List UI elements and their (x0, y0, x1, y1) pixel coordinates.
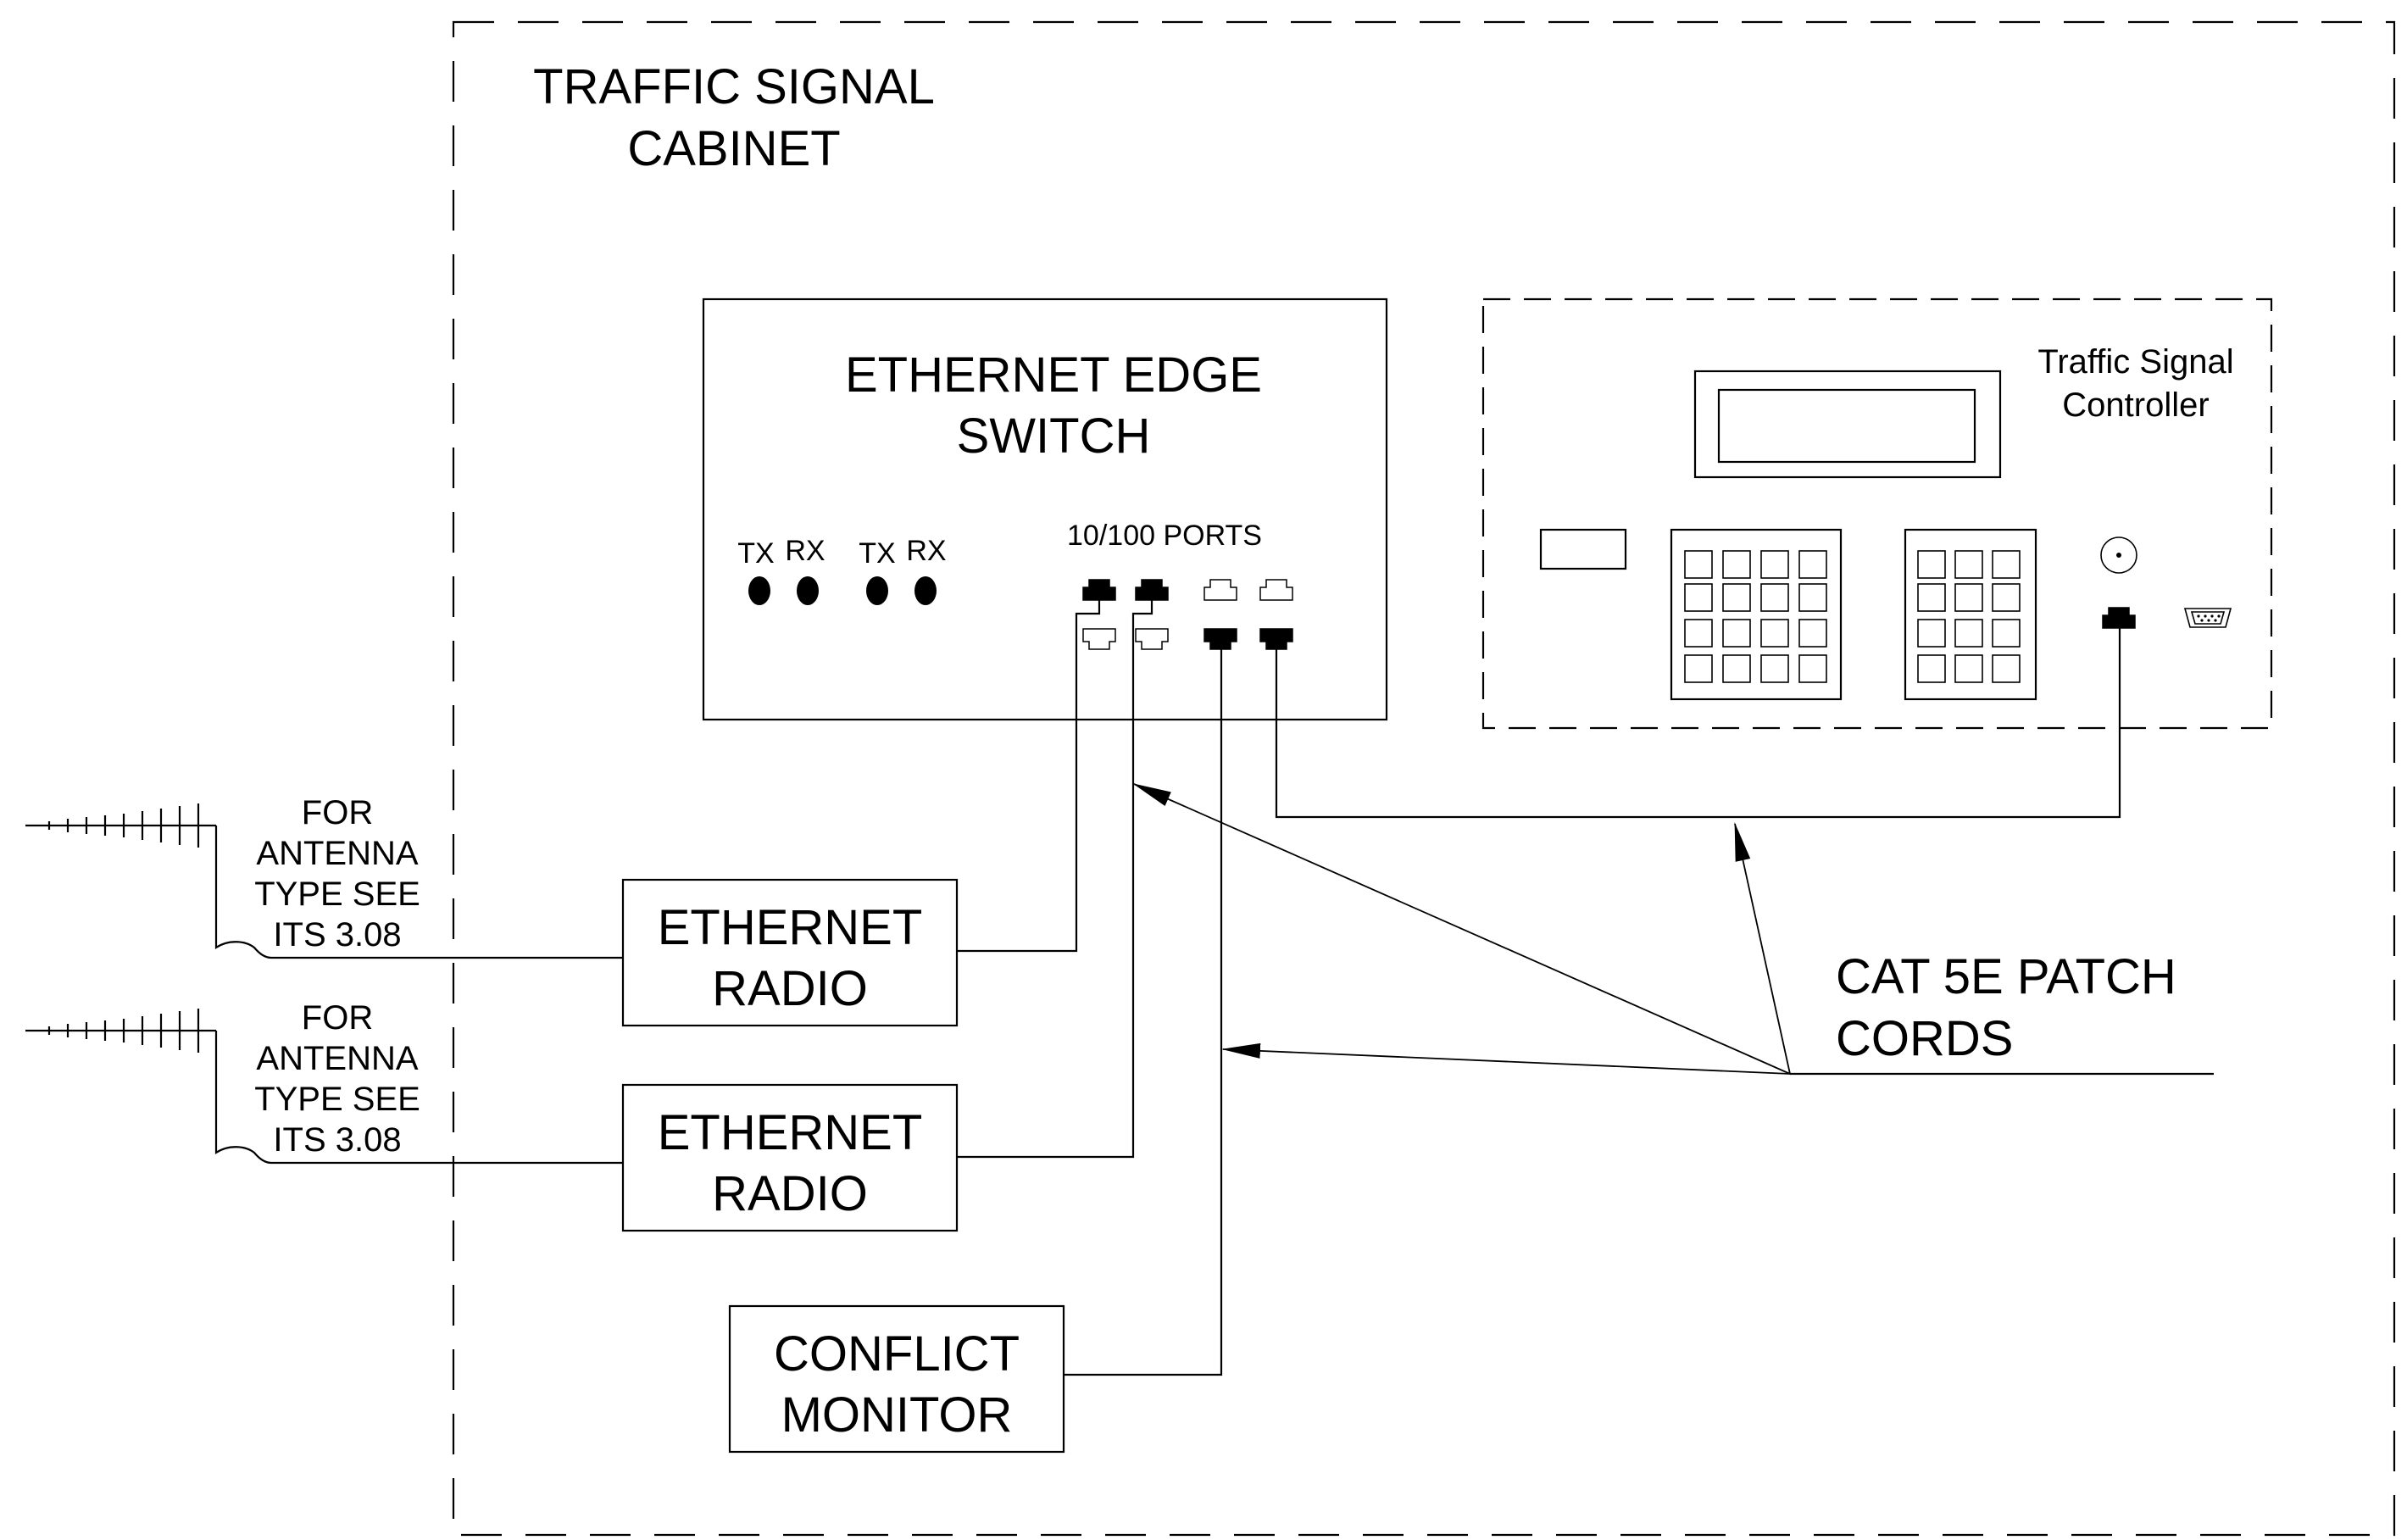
switch-title-line1: ETHERNET EDGE (845, 347, 1262, 403)
radio-1-line1: ETHERNET (658, 900, 923, 955)
rj45-port-2 (1135, 579, 1169, 601)
leader-arrow-lower (1221, 1042, 1791, 1075)
radio-2-line1: ETHERNET (658, 1105, 923, 1160)
patch-cord-controller (1275, 628, 2121, 819)
patch-cords-label-line1: CAT 5E PATCH (1836, 949, 2176, 1004)
patch-cord-radio-1 (957, 600, 1101, 953)
controller-label-line1: Traffic Signal (2037, 343, 2233, 381)
controller-display-screen (1717, 388, 1976, 464)
controller-keypad-1-keys (1684, 550, 1827, 683)
ethernet-edge-switch: ETHERNET EDGE SWITCH 10/100 PORTS TX RX … (702, 297, 1388, 721)
monitor-line1: CONFLICT (774, 1326, 1020, 1382)
antenna-1-note-line3: TYPE SEE (254, 876, 420, 913)
antenna-2-note-line1: FOR (302, 999, 373, 1037)
antenna-1-note-line4: ITS 3.08 (273, 916, 401, 953)
patch-cords-label-line2: CORDS (1836, 1011, 2013, 1066)
patch-cord-radio-2 (957, 600, 1153, 1159)
fiber-label-tx-2: TX (859, 537, 895, 570)
rj45-port-3 (1204, 579, 1237, 601)
cabinet-outline (452, 20, 2396, 1537)
controller-label-line2: Controller (2062, 386, 2209, 424)
fiber-port-rx-2 (914, 576, 937, 605)
traffic-signal-controller: Traffic Signal Controller (1481, 297, 2273, 730)
cabinet-title-line1: TRAFFIC SIGNAL (533, 59, 935, 114)
fiber-port-rx-1 (797, 576, 819, 605)
fiber-port-tx-2 (866, 576, 888, 605)
antenna-1-icon (25, 803, 216, 848)
antenna-2-note-line3: TYPE SEE (254, 1081, 420, 1118)
controller-indicator-icon (2100, 536, 2137, 574)
antenna-2-cable (214, 1031, 623, 1165)
rj45-port-1 (1082, 579, 1116, 601)
switch-ports-label: 10/100 PORTS (1067, 520, 1262, 552)
controller-serial-port-icon (2183, 608, 2232, 628)
antenna-2-note-line2: ANTENNA (256, 1040, 418, 1077)
leader-arrow-upper (1132, 783, 1791, 1075)
antenna-2-note-line4: ITS 3.08 (273, 1121, 401, 1159)
rj45-port-6 (1135, 628, 1169, 650)
antenna-1-note-line1: FOR (302, 794, 373, 831)
switch-title-line2: SWITCH (957, 409, 1151, 464)
radio-2-line2: RADIO (712, 1166, 868, 1221)
fiber-port-tx-1 (748, 576, 770, 605)
conflict-monitor (728, 1304, 1065, 1454)
fiber-label-tx-1: TX (737, 537, 774, 570)
controller-ethernet-port (2102, 607, 2136, 629)
rj45-port-7 (1204, 628, 1237, 650)
antenna-1-cable (214, 826, 623, 959)
monitor-line2: MONITOR (781, 1387, 1013, 1443)
rj45-port-5 (1082, 628, 1116, 650)
fiber-label-rx-2: RX (906, 535, 946, 567)
controller-keypad-2-keys (1917, 550, 2021, 683)
leader-arrow-right (1734, 822, 1791, 1075)
antenna-1-note-line2: ANTENNA (256, 835, 418, 872)
fiber-label-rx-1: RX (785, 535, 825, 567)
controller-card-slot (1539, 528, 1627, 570)
ethernet-radio-1 (621, 878, 959, 1027)
cabinet-title-line2: CABINET (627, 121, 840, 176)
antenna-2-icon (25, 1009, 216, 1053)
radio-1-line2: RADIO (712, 961, 868, 1016)
patch-cord-monitor (1064, 649, 1223, 1376)
rj45-port-8 (1259, 628, 1293, 650)
rj45-port-4 (1259, 579, 1293, 601)
